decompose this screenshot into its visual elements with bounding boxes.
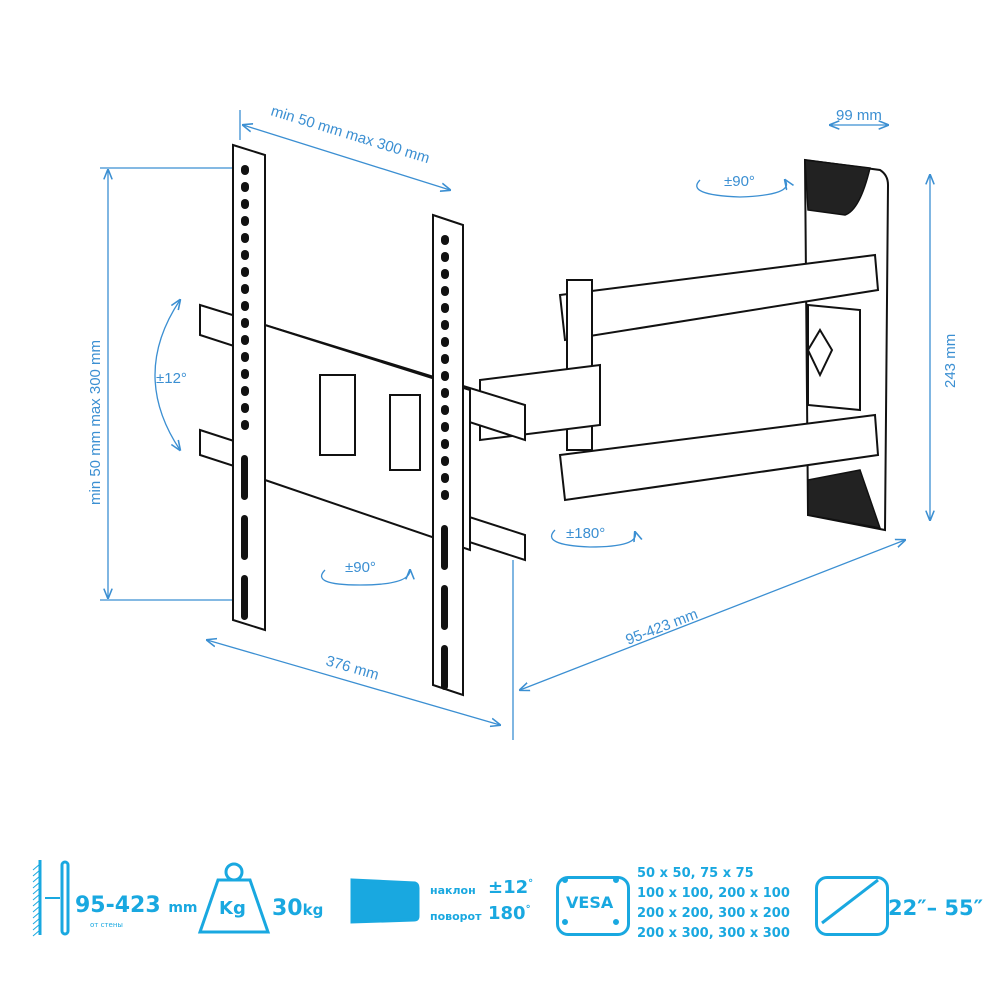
rail-hole xyxy=(241,250,249,260)
rail-hole xyxy=(441,422,449,432)
vesa-icon xyxy=(556,876,630,936)
rail-hole xyxy=(441,439,449,449)
tilt-label-ru: наклон xyxy=(430,884,476,897)
rail-hole xyxy=(441,320,449,330)
rail-hole xyxy=(441,269,449,279)
vesa-size: 200 x 300, 300 x 300 xyxy=(637,926,790,941)
rail-hole xyxy=(241,369,249,379)
rail-hole xyxy=(241,352,249,362)
rail-slot xyxy=(441,645,448,690)
swing-arm xyxy=(479,253,880,502)
rail-hole xyxy=(241,199,249,209)
rail-hole xyxy=(441,354,449,364)
rail-hole xyxy=(241,386,249,396)
dimension-lines xyxy=(100,110,930,740)
vesa-width-label: min 50 mm max 300 mm xyxy=(269,103,432,168)
rail-hole xyxy=(241,318,249,328)
rail-hole xyxy=(441,252,449,262)
tilt-value: ±12° xyxy=(488,877,534,898)
rail-hole xyxy=(441,286,449,296)
vesa-icon-label: VESA xyxy=(566,893,614,912)
rail-slot xyxy=(441,525,448,570)
weight-icon-label: Kg xyxy=(219,898,246,919)
vertical-rails xyxy=(232,143,464,697)
wall-plate-width-label: 99 mm xyxy=(836,107,882,124)
vesa-sizes-list: 50 x 50, 75 x 75 100 x 100, 200 x 100 20… xyxy=(637,864,790,944)
screen-size-value: 22″– 55″ xyxy=(888,896,984,920)
rail-hole xyxy=(441,473,449,483)
rail-hole xyxy=(441,371,449,381)
distance-note: от стены xyxy=(90,921,123,929)
swivel-wall-label: ±90° xyxy=(724,173,755,190)
rotate-label: ±180° xyxy=(566,525,605,542)
rail-hole xyxy=(441,456,449,466)
rail-hole xyxy=(441,303,449,313)
weight-value: 30kg xyxy=(272,896,324,921)
rail-slot xyxy=(241,455,248,500)
rail-slot xyxy=(241,575,248,620)
wall-plate xyxy=(803,158,890,532)
vesa-height-label: min 50 mm max 300 mm xyxy=(87,340,104,505)
vesa-size: 50 x 50, 75 x 75 xyxy=(637,866,754,881)
wall-plate-height-label: 243 mm xyxy=(942,334,959,388)
tv-edge-icon xyxy=(60,860,70,936)
rail-hole xyxy=(241,301,249,311)
rail-hole xyxy=(441,405,449,415)
rotate-label-ru: поворот xyxy=(430,910,482,923)
rail-hole xyxy=(241,420,249,430)
rail-hole xyxy=(241,284,249,294)
vesa-size: 100 x 100, 200 x 100 xyxy=(637,886,790,901)
rail-hole xyxy=(241,267,249,277)
width-label: 376 mm xyxy=(324,653,381,684)
rail-hole xyxy=(241,216,249,226)
rail-hole xyxy=(441,337,449,347)
rail-hole xyxy=(441,235,449,245)
weight-icon xyxy=(197,878,271,934)
rail-hole xyxy=(441,388,449,398)
extension-label: 95-423 mm xyxy=(623,606,700,649)
rotate-value: 180° xyxy=(488,903,531,924)
distance-value: 95-423 mm xyxy=(75,893,198,918)
vesa-size: 200 x 200, 300 x 200 xyxy=(637,906,790,921)
screen-size-icon xyxy=(815,876,889,936)
tilt-label: ±12° xyxy=(156,370,187,387)
rail-hole xyxy=(441,490,449,500)
rail-hole xyxy=(241,165,249,175)
rail-hole xyxy=(241,233,249,243)
diagonal-arrow-icon xyxy=(821,878,879,925)
rail-hole xyxy=(241,182,249,192)
rail-hole xyxy=(241,335,249,345)
swivel-plate-label: ±90° xyxy=(345,559,376,576)
rail-slot xyxy=(241,515,248,560)
rail-hole xyxy=(241,403,249,413)
rail-slot xyxy=(441,585,448,630)
tilt-screen-icon xyxy=(350,878,420,924)
wall-hatch-icon xyxy=(32,863,41,937)
